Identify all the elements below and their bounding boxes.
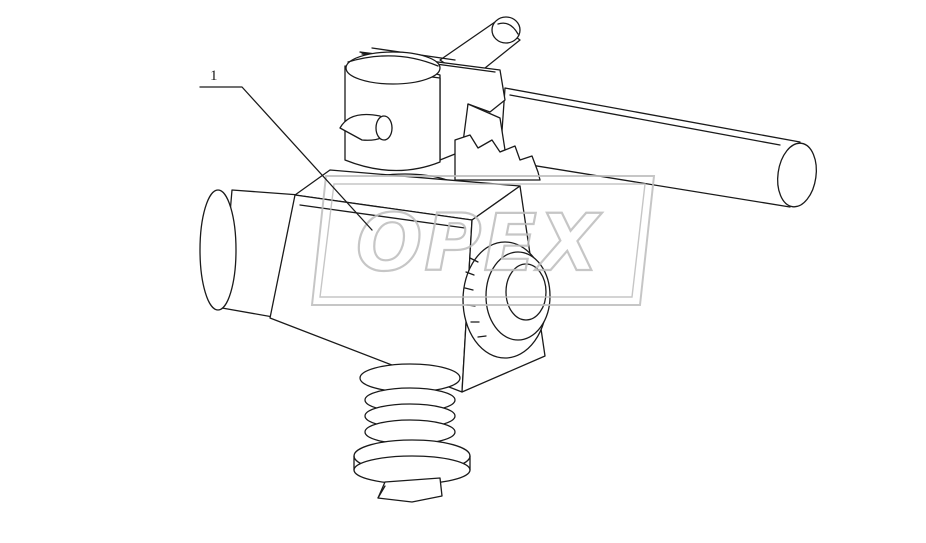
watermark-text: OPEX — [356, 199, 603, 289]
opex-watermark: OPEX — [310, 175, 656, 306]
lever-handle — [499, 87, 817, 208]
bottom-tip — [377, 477, 443, 503]
spring-assembly — [353, 363, 471, 485]
ratchet-gear — [454, 134, 541, 181]
callout-label: 1 — [210, 68, 218, 84]
outlet-fitting — [462, 241, 551, 359]
callout-1: 1 — [199, 68, 373, 231]
